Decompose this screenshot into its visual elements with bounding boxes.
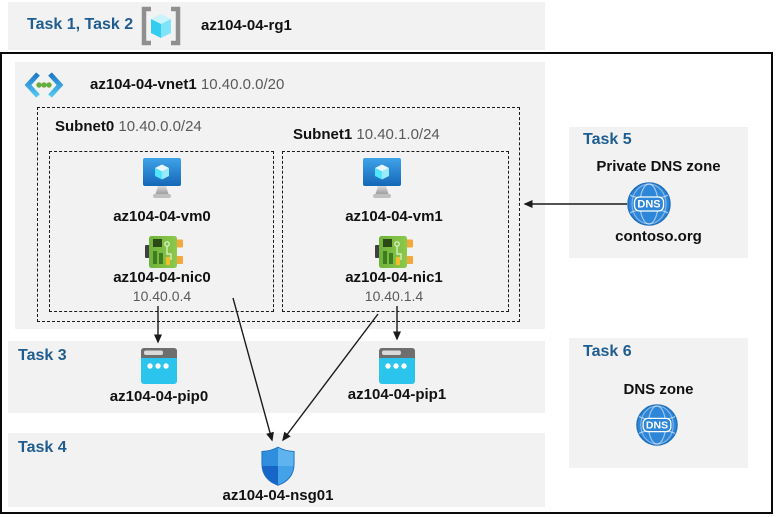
private-dns-icon: DNS (627, 182, 671, 226)
subnet1-cidr: 10.40.1.0/24 (356, 126, 440, 143)
nsg-shield-icon (261, 446, 295, 486)
virtual-network-icon (24, 71, 64, 99)
resource-group-icon (138, 6, 184, 46)
vm0-name: az104-04-vm0 (113, 208, 211, 225)
subnets-outer-box (37, 107, 520, 322)
task6-panel (569, 338, 748, 468)
private-dns-zone-title: Private DNS zone (596, 158, 721, 175)
task6-heading: Task 6 (583, 343, 632, 360)
subnet1-name: Subnet1 (293, 126, 353, 143)
subnet0-cidr: 10.40.0.0/24 (118, 118, 202, 135)
vm1-name: az104-04-vm1 (345, 208, 443, 225)
subnet0-label: Subnet0 10.40.0.0/24 (55, 118, 202, 135)
private-dns-icon-text: DNS (637, 199, 660, 211)
nic0-ip: 10.40.0.4 (132, 288, 192, 304)
nsg-name: az104-04-nsg01 (222, 487, 334, 504)
vnet-container (15, 62, 545, 329)
dns-zone-icon-text: DNS (646, 419, 668, 431)
pip0-name: az104-04-pip0 (109, 388, 209, 405)
subnet1-label: Subnet1 10.40.1.0/24 (293, 126, 440, 143)
dns-zone-icon: DNS (636, 404, 678, 446)
task4-heading: Task 4 (18, 439, 67, 456)
vnet-name: az104-04-vnet1 (90, 76, 197, 93)
nic1-name: az104-04-nic1 (345, 269, 443, 286)
vm0-icon (142, 158, 182, 204)
nic0-icon (145, 236, 183, 268)
nic0-name: az104-04-nic0 (113, 269, 211, 286)
task5-heading: Task 5 (583, 131, 632, 148)
diagram-border (0, 52, 773, 514)
pip1-icon (379, 348, 415, 384)
pip1-name: az104-04-pip1 (347, 386, 447, 403)
private-dns-zone-name: contoso.org (615, 228, 702, 245)
vnet-label: az104-04-vnet1 10.40.0.0/20 (90, 76, 284, 93)
nic1-icon (375, 236, 413, 268)
subnet0-box (49, 151, 274, 312)
vnet-cidr: 10.40.0.0/20 (200, 76, 285, 93)
dns-zone-title: DNS zone (623, 381, 694, 398)
nic1-ip: 10.40.1.4 (364, 288, 424, 304)
task3-band (8, 341, 545, 413)
task-1-2-heading: Task 1, Task 2 (27, 16, 134, 33)
resource-group-band (8, 2, 545, 50)
resource-group-name: az104-04-rg1 (201, 17, 292, 34)
subnet0-name: Subnet0 (55, 118, 115, 135)
subnet1-box (282, 151, 509, 312)
pip0-icon (141, 348, 177, 384)
task3-heading: Task 3 (18, 347, 67, 364)
vm1-icon (362, 158, 402, 204)
